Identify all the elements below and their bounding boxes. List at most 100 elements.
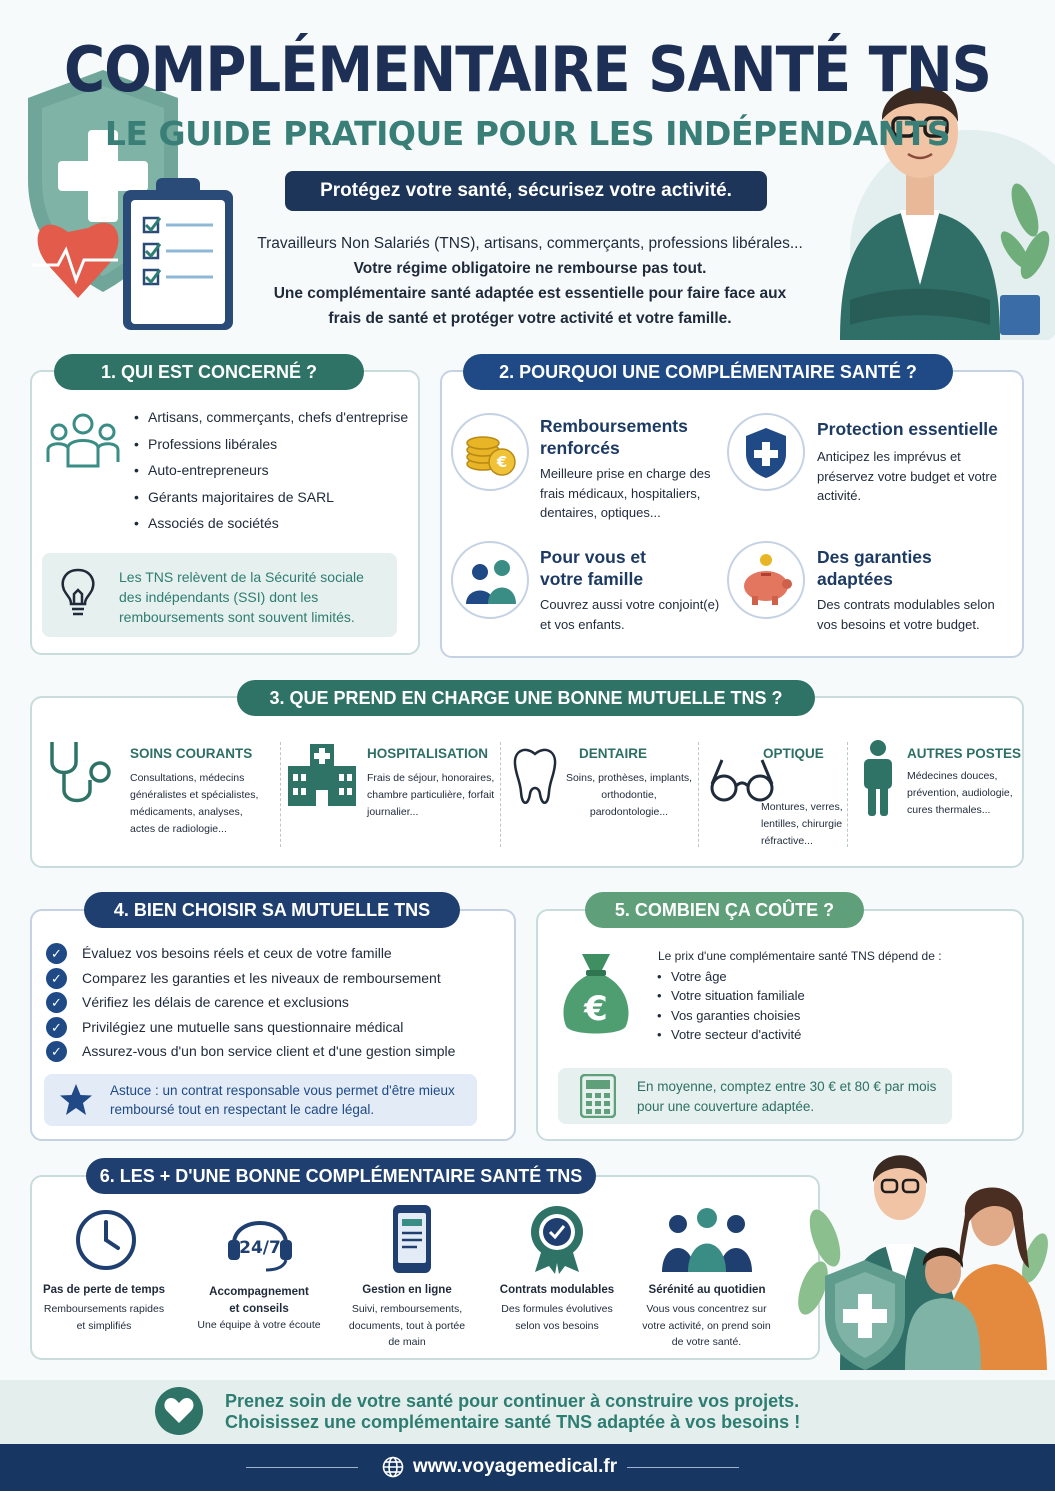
shield-cross-icon <box>727 413 805 491</box>
award-badge-icon <box>531 1206 583 1274</box>
checkmark-icon: ✓ <box>46 992 67 1013</box>
footer-line-1: Prenez soin de votre santé pour continue… <box>225 1391 800 1411</box>
category-text: Soins, prothèses, implants, orthodontie,… <box>565 772 693 818</box>
calculator-icon <box>580 1074 616 1118</box>
advantage-text: Suivi, remboursements, documents, tout à… <box>348 1303 466 1348</box>
stethoscope-icon <box>50 742 111 803</box>
list-item: Vos garanties choisies <box>655 1006 955 1026</box>
hospital-icon <box>288 744 356 806</box>
checkmark-icon: ✓ <box>46 967 67 989</box>
list-item: Votre situation familiale <box>655 986 955 1006</box>
category-title: AUTRES POSTES <box>907 746 1022 761</box>
tooth-icon <box>513 748 557 804</box>
card-title: Pour vous et votre famille <box>540 547 646 589</box>
glasses-icon <box>710 759 774 802</box>
section-why-complementary <box>440 370 1024 658</box>
cost-intro: Le prix d'une complémentaire santé TNS d… <box>658 949 942 963</box>
coins-icon: € <box>451 413 529 491</box>
footer-line-2: Choisissez une complémentaire santé TNS … <box>225 1412 801 1432</box>
card-text: Anticipez les imprévus et préservez votr… <box>817 449 997 503</box>
money-bag-icon: € <box>563 954 629 1034</box>
piggy-bank-icon <box>727 541 805 619</box>
tagline-banner: Protégez votre santé, sécurisez votre ac… <box>285 171 767 211</box>
footer-bar <box>0 1444 1055 1491</box>
card-title: Des garanties adaptées <box>817 547 932 589</box>
advantage-title: Pas de perte de temps <box>42 1284 166 1296</box>
heart-icon <box>155 1387 203 1435</box>
tip-note <box>44 1074 477 1126</box>
checklist-item: ✓Vérifiez les délais de carence et exclu… <box>46 990 511 1015</box>
category-text: Consultations, médecins généralistes et … <box>130 772 259 835</box>
concerned-list: Artisans, commerçants, chefs d'entrepris… <box>132 404 417 537</box>
intro-line: Travailleurs Non Salariés (TNS), artisan… <box>257 235 803 252</box>
section-2-title: 2. POURQUOI UNE COMPLÉMENTAIRE SANTÉ ? <box>463 354 953 390</box>
tip-text: Astuce : un contrat responsable vous per… <box>110 1083 455 1117</box>
category-title: HOSPITALISATION <box>367 746 488 761</box>
checklist-item: ✓Assurez-vous d'un bon service client et… <box>46 1039 511 1064</box>
clock-icon <box>76 1210 136 1270</box>
category-text: Montures, verres, lentilles, chirurgie r… <box>761 801 843 847</box>
section-4-title: 4. BIEN CHOISIR SA MUTUELLE TNS <box>84 892 460 928</box>
intro-line: Une complémentaire santé adaptée est ess… <box>273 285 787 302</box>
lightbulb-icon <box>61 568 95 616</box>
footer-divider-right <box>627 1467 739 1468</box>
divider <box>698 742 699 847</box>
category-title: DENTAIRE <box>579 746 648 761</box>
category-title: SOINS COURANTS <box>130 746 253 761</box>
list-item: Auto-entrepreneurs <box>132 457 417 484</box>
advantage-text: Des formules évolutives selon vos besoin… <box>501 1303 613 1332</box>
list-item: Gérants majoritaires de SARL <box>132 484 417 511</box>
page-subtitle: LE GUIDE PRATIQUE POUR LES INDÉPENDANTS <box>104 114 951 153</box>
intro-line: frais de santé et protéger votre activit… <box>328 310 732 327</box>
ssi-note <box>42 553 397 637</box>
section-1-title: 1. QUI EST CONCERNÉ ? <box>54 354 364 390</box>
euro-symbol: € <box>583 989 608 1029</box>
intro-text: Travailleurs Non Salariés (TNS), artisan… <box>230 231 830 331</box>
choose-checklist: ✓Évaluez vos besoins réels et ceux de vo… <box>46 941 511 1064</box>
professional-man-illustration <box>840 86 1055 340</box>
list-item: Artisans, commerçants, chefs d'entrepris… <box>132 404 417 431</box>
list-item: Votre secteur d'activité <box>655 1025 955 1045</box>
category-text: Frais de séjour, honoraires, chambre par… <box>367 772 495 818</box>
family-shield-illustration <box>798 1155 1048 1370</box>
badge-247: 24/7 <box>239 1238 281 1258</box>
card-title: Protection essentielle <box>817 419 998 439</box>
card-text: Meilleure prise en charge des frais médi… <box>540 466 711 520</box>
advantage-title: Contrats modulables <box>499 1284 615 1296</box>
card-text: Couvrez aussi votre conjoint(e) et vos e… <box>540 597 720 632</box>
section-5-title: 5. COMBIEN ÇA COÛTE ? <box>585 892 864 928</box>
list-item: Votre âge <box>655 967 955 987</box>
advantage-title: Gestion en ligne <box>362 1284 452 1296</box>
divider <box>500 742 501 847</box>
advantage-text: Remboursements rapides et simplifiés <box>43 1303 165 1332</box>
section-6-title: 6. LES + D'UNE BONNE COMPLÉMENTAIRE SANT… <box>86 1158 596 1194</box>
family-icon <box>451 541 529 619</box>
person-icon <box>864 740 892 816</box>
card-title: Remboursements renforcés <box>540 416 688 458</box>
people-group-icon <box>46 413 120 468</box>
health-shield-illustration <box>28 70 233 330</box>
ssi-note-text: Les TNS relèvent de la Sécurité sociale … <box>119 569 364 625</box>
list-item: Associés de sociétés <box>132 510 417 537</box>
checklist-item: ✓Comparez les garanties et les niveaux d… <box>46 966 511 991</box>
list-item: Professions libérales <box>132 431 417 458</box>
category-title: OPTIQUE <box>763 746 824 761</box>
divider <box>847 742 848 847</box>
intro-line: Votre régime obligatoire ne rembourse pa… <box>353 260 707 277</box>
section-3-title: 3. QUE PREND EN CHARGE UNE BONNE MUTUELL… <box>237 680 815 716</box>
advantage-title: Sérénité au quotidien <box>648 1284 766 1296</box>
website-link[interactable]: www.voyagemedical.fr <box>413 1456 618 1477</box>
svg-text:€: € <box>496 453 507 471</box>
card-text: Des contrats modulables selon vos besoin… <box>817 597 995 632</box>
checkmark-icon: ✓ <box>46 943 67 964</box>
advantage-title: Accompagnement et conseils <box>209 1286 309 1315</box>
team-people-icon <box>662 1208 752 1272</box>
advantage-text: Vous vous concentrez sur votre activité,… <box>642 1303 771 1348</box>
average-cost-text: En moyenne, comptez entre 30 € et 80 € p… <box>637 1079 937 1114</box>
checklist-item: ✓Évaluez vos besoins réels et ceux de vo… <box>46 941 511 966</box>
cost-factors-list: Votre âge Votre situation familiale Vos … <box>655 967 955 1044</box>
average-cost-note <box>558 1068 952 1124</box>
globe-icon <box>382 1456 404 1478</box>
checkmark-icon: ✓ <box>46 1041 67 1062</box>
checkmark-icon: ✓ <box>46 1016 67 1038</box>
